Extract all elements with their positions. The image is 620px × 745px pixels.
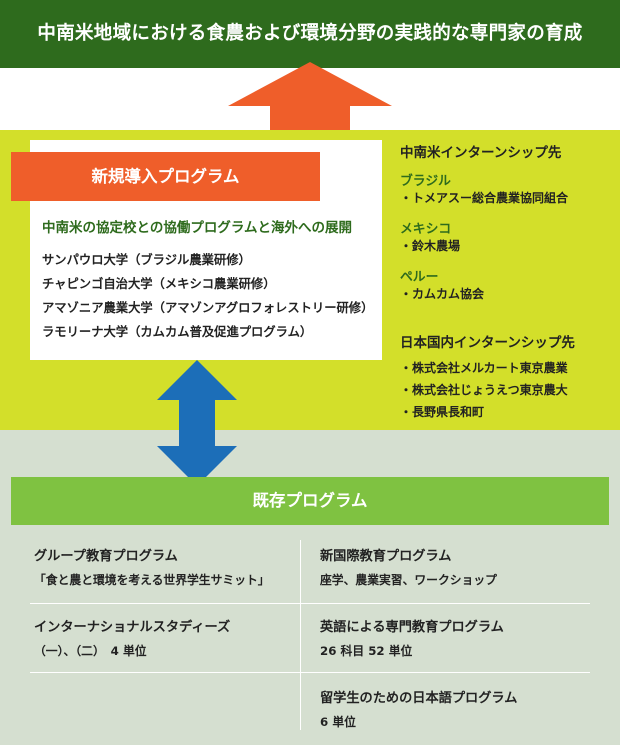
header-title: 中南米地域における食農および環境分野の実践的な専門家の育成 <box>37 23 583 44</box>
internship-place: ・長野県長和町 <box>400 405 485 419</box>
university-item: チャピンゴ自治大学（メキシコ農業研修） <box>42 277 276 291</box>
internship-place: ・鈴木農場 <box>400 239 461 253</box>
university-item: ラモリーナ大学（カムカム普及促進プログラム） <box>42 325 313 339</box>
existing-program-title: 留学生のための日本語プログラム <box>320 691 518 706</box>
existing-program-detail: 座学、農業実習、ワークショップ <box>320 573 497 587</box>
existing-program-detail: 「食と農と環境を考える世界学生サミット」 <box>34 573 270 587</box>
row-divider <box>30 672 590 673</box>
internship-place: ・株式会社じょうえつ東京農大 <box>400 383 568 397</box>
existing-program-title: インターナショナルスタディーズ <box>34 620 231 635</box>
row-divider <box>30 603 590 604</box>
up-arrow-icon <box>228 62 392 134</box>
header-bar <box>0 0 620 68</box>
university-item: サンパウロ大学（ブラジル農業研修） <box>42 253 251 267</box>
country-label: ブラジル <box>400 174 451 189</box>
latin-america-internship-heading: 中南米インターンシップ先 <box>400 145 562 161</box>
column-divider <box>300 540 301 730</box>
existing-program-detail: （一）、（二） 4 単位 <box>34 644 147 658</box>
existing-program-title: 英語による専門教育プログラム <box>320 620 504 635</box>
internship-place: ・株式会社メルカート東京農業 <box>400 361 568 375</box>
japan-internship-heading: 日本国内インターンシップ先 <box>400 335 575 351</box>
new-program-label: 新規導入プログラム <box>91 167 240 186</box>
new-program-header-box <box>11 152 320 201</box>
double-arrow-icon <box>157 360 237 486</box>
existing-program-title: グループ教育プログラム <box>34 549 178 564</box>
internship-place: ・カムカム協会 <box>400 287 485 301</box>
existing-program-detail: 26 科目 52 単位 <box>320 644 413 658</box>
existing-program-header-box <box>11 477 609 525</box>
country-label: メキシコ <box>400 222 452 237</box>
country-label: ペルー <box>400 270 439 285</box>
university-item: アマゾニア農業大学（アマゾンアグロフォレストリー研修） <box>42 301 374 315</box>
internship-place: ・トメアスー総合農業協同組合 <box>400 191 569 205</box>
existing-program-label: 既存プログラム <box>252 491 368 510</box>
new-program-subtitle: 中南米の協定校との協働プログラムと海外への展開 <box>42 220 352 236</box>
existing-program-title: 新国際教育プログラム <box>320 549 452 564</box>
existing-program-detail: 6 単位 <box>320 715 356 729</box>
